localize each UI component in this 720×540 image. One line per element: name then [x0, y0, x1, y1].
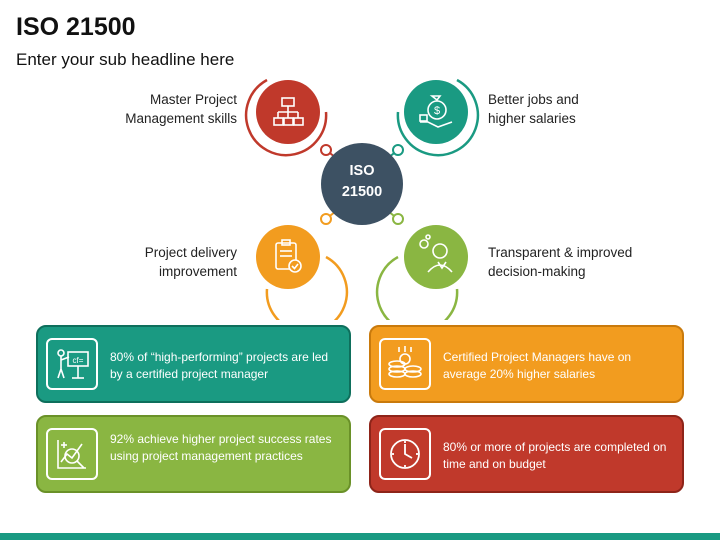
- chart-magnifier-icon: [46, 428, 98, 480]
- coins-stack-icon: [379, 338, 431, 390]
- label-line: Project delivery: [144, 245, 237, 260]
- card-text: 80% of “high-performing” projects are le…: [110, 350, 329, 381]
- svg-text:$: $: [434, 105, 440, 117]
- page-title: ISO 21500: [16, 13, 136, 41]
- label-line: improvement: [158, 264, 237, 279]
- label-better-jobs: Better jobs and higher salaries: [488, 90, 579, 128]
- label-line: Better jobs and: [488, 92, 579, 107]
- card-text: Certified Project Managers have on avera…: [443, 350, 632, 381]
- connector-dot-bottom-right: [392, 213, 404, 225]
- clock-icon: [379, 428, 431, 480]
- center-circle: [321, 143, 403, 225]
- label-line: decision-making: [488, 264, 586, 279]
- connector-dot-top-right: [392, 144, 404, 156]
- label-line: higher salaries: [488, 111, 576, 126]
- node-project-delivery: [256, 225, 349, 320]
- node-master-project: [244, 78, 328, 157]
- node-transparent-decision: [375, 225, 468, 320]
- card-text: 92% achieve higher project success rates…: [110, 432, 332, 463]
- center-label-line2: 21500: [341, 184, 383, 200]
- label-project-delivery: Project delivery improvement: [145, 243, 237, 281]
- label-master-project: Master Project Management skills: [125, 90, 237, 128]
- bottom-accent-bar: [0, 533, 720, 540]
- card-text: 80% or more of projects are completed on…: [443, 440, 667, 471]
- center-label: ISO 21500: [322, 161, 402, 203]
- connector-dot-bottom-left: [320, 213, 332, 225]
- node-better-jobs: $: [396, 78, 480, 157]
- label-transparent-decision: Transparent & improved decision-making: [488, 243, 632, 281]
- page-subtitle: Enter your sub headline here: [16, 50, 235, 69]
- card-on-time: 80% or more of projects are completed on…: [369, 415, 684, 493]
- clipboard-check-icon: [275, 239, 302, 273]
- card-high-performing: cf= 80% of “high-performing” projects ar…: [36, 325, 351, 403]
- connector-dot-top-left: [320, 144, 332, 156]
- label-line: Management skills: [125, 111, 237, 126]
- card-higher-salaries: Certified Project Managers have on avera…: [369, 325, 684, 403]
- iso-benefits-diagram: $: [244, 78, 480, 320]
- businessman-thinking-icon: [419, 234, 453, 273]
- svg-text:cf=: cf=: [73, 356, 84, 365]
- label-line: Master Project: [149, 92, 237, 107]
- hierarchy-icon: [273, 97, 304, 126]
- presentation-board-icon: cf=: [46, 338, 98, 390]
- label-line: Transparent & improved: [488, 245, 633, 260]
- center-label-line1: ISO: [349, 163, 375, 179]
- money-bag-hand-icon: $: [419, 95, 453, 128]
- card-success-rates: 92% achieve higher project success rates…: [36, 415, 351, 493]
